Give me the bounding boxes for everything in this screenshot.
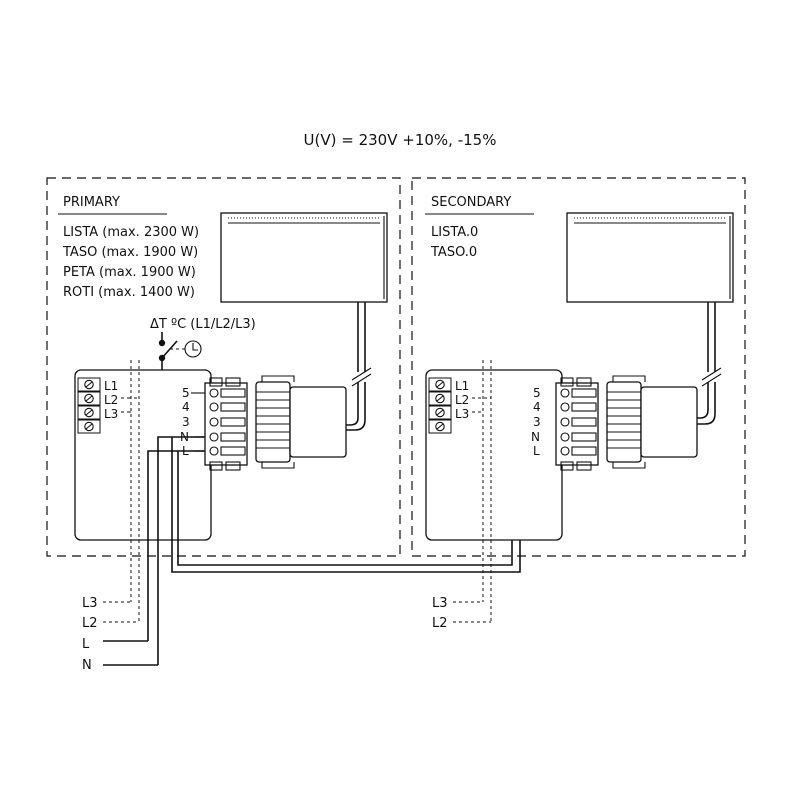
- primary-wire-l: [157, 436, 195, 665]
- primary-thermostat-label: ΔT ºC (L1/L2/L3): [150, 317, 256, 332]
- primary-ctrl-label-l2: L2: [104, 393, 118, 407]
- supply-primary-l2: L2: [82, 616, 98, 631]
- primary-title: PRIMARY: [63, 195, 120, 210]
- thermostat-switch-blade: [161, 340, 178, 359]
- secondary-zone-border: [411, 177, 746, 557]
- secondary-control-terminal-block: [428, 377, 452, 434]
- secondary-mode-1: LISTA.0: [431, 225, 478, 240]
- primary-mode-3: PETA (max. 1900 W): [63, 265, 196, 280]
- primary-supply-lines: L3 L2 L N: [82, 596, 158, 673]
- secondary-ctrl-label-l2: L2: [455, 393, 469, 407]
- primary-control-terminal-block: [77, 377, 101, 434]
- secondary-supply-lines: L3 L2: [432, 596, 491, 631]
- primary-connector-block: [204, 377, 248, 471]
- secondary-mode-2: TASO.0: [430, 245, 477, 260]
- secondary-zone: SECONDARY LISTA.0 TASO.0: [425, 195, 734, 622]
- primary-ctrl-label-l3: L3: [104, 407, 118, 421]
- primary-heater: [220, 212, 388, 303]
- primary-terminal-5: 5: [182, 386, 190, 400]
- secondary-heater: [566, 212, 734, 303]
- timer-icon: [184, 340, 202, 358]
- primary-zone: PRIMARY LISTA (max. 2300 W) TASO (max. 1…: [58, 195, 388, 665]
- primary-zone-border: [46, 177, 401, 557]
- primary-mode-2: TASO (max. 1900 W): [62, 245, 198, 260]
- secondary-ctrl-label-l1: L1: [455, 379, 469, 393]
- secondary-connector-block: [555, 377, 599, 471]
- secondary-terminal-5: 5: [533, 386, 541, 400]
- secondary-terminal-3: 3: [533, 415, 541, 429]
- primary-ctrl-label-l1: L1: [104, 379, 118, 393]
- primary-mode-1: LISTA (max. 2300 W): [63, 225, 199, 240]
- primary-terminal-3: 3: [182, 415, 190, 429]
- supply-secondary-l3: L3: [432, 596, 448, 611]
- supply-secondary-l2: L2: [432, 616, 448, 631]
- supply-primary-l3: L3: [82, 596, 98, 611]
- secondary-terminal-l: L: [533, 444, 540, 458]
- secondary-plug: [606, 375, 698, 469]
- primary-wire-n: [147, 450, 195, 641]
- thermostat-contact-top: [158, 339, 166, 347]
- primary-terminal-4: 4: [182, 400, 190, 414]
- primary-mode-4: ROTI (max. 1400 W): [63, 285, 195, 300]
- supply-voltage: U(V) = 230V +10%, -15%: [304, 131, 497, 149]
- primary-plug: [255, 375, 347, 469]
- supply-primary-l: L: [82, 637, 90, 652]
- secondary-ctrl-label-l3: L3: [455, 407, 469, 421]
- supply-primary-n: N: [82, 658, 92, 673]
- secondary-terminal-4: 4: [533, 400, 541, 414]
- secondary-terminal-n: N: [531, 430, 540, 444]
- secondary-title: SECONDARY: [431, 195, 511, 210]
